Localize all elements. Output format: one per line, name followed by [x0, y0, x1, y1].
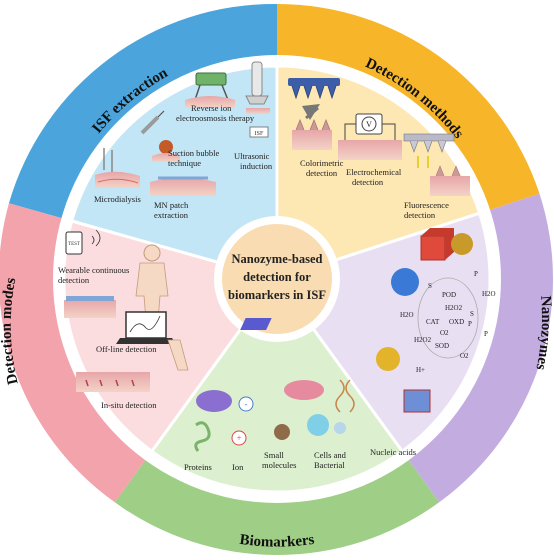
electrode-device-icon: [185, 72, 235, 108]
small-molecule-icon: [274, 424, 290, 440]
wearable-label: Wearable continuous: [58, 265, 129, 275]
pod-label: POD: [442, 291, 456, 299]
center-title-line2: detection for: [243, 270, 311, 284]
electrochemical-label-2: detection: [352, 177, 384, 187]
o2-label-b: O2: [460, 352, 469, 360]
colorimetric-patch-icon: [288, 78, 340, 120]
isf-ultrasonic-label: Ultrasonic: [234, 151, 270, 161]
biomarkers-title: Biomarkers: [239, 532, 316, 551]
small-molecules-label: Small: [264, 450, 284, 460]
s-label-a: S: [428, 282, 432, 290]
nanozymes-illustrations: POD CAT OXD SOD H2O H2O H2O2 H2O2 O2 O2 …: [240, 228, 496, 413]
oxd-label: OXD: [449, 318, 464, 326]
isf-extraction-sector: [69, 64, 279, 281]
p-label-a: P: [474, 270, 478, 278]
arm-icon: [167, 339, 189, 371]
detection-methods-illustrations: V Colorimetric detection Electrochemical…: [288, 78, 470, 220]
ion-label: Ion: [232, 462, 244, 472]
isf-extraction-illustrations: ISF Reverse ion electroosmosis therapy S…: [94, 61, 273, 220]
isf-suction-label: Suction bubble: [168, 148, 219, 158]
h2o-label-b: H2O: [400, 311, 414, 319]
biomarkers-sector: [149, 276, 405, 494]
protein-cluster-icon: [196, 390, 232, 412]
microdialysis-icon: [95, 148, 140, 188]
p-label-b: P: [468, 320, 472, 328]
catalysis-loop: [417, 277, 479, 359]
proteins-label: Proteins: [184, 462, 212, 472]
sheet-icon: [240, 318, 272, 330]
mof-icon: [403, 389, 431, 413]
insitu-label: In-situ detection: [101, 400, 157, 410]
isf-reverse-ion-label-2: electroosmosis therapy: [176, 113, 255, 123]
isf-tag: ISF: [255, 131, 264, 137]
voltmeter-label: V: [366, 120, 372, 129]
center-title-line3: biomarkers in ISF: [228, 288, 326, 302]
isf-suction-label-2: technique: [168, 158, 201, 168]
colorimetric-label-2: detection: [306, 168, 338, 178]
isf-mn-patch-label-2: extraction: [154, 210, 189, 220]
smartwatch-icon: TEST: [65, 229, 101, 255]
small-molecules-label-2: molecules: [262, 460, 296, 470]
center-circle: [222, 224, 332, 334]
sponge-particle-icon: [376, 347, 400, 371]
suction-bubble-icon: [152, 140, 180, 162]
electrochemical-icon: V: [338, 113, 402, 160]
s-label-b: S: [470, 310, 474, 318]
p-label-c: P: [484, 330, 488, 338]
syringe-icon: [140, 110, 165, 135]
anion-sign: -: [245, 399, 248, 409]
h2o2-label-b: H2O2: [414, 336, 432, 344]
bacterium-small-icon: [334, 422, 346, 434]
o2-label-a: O2: [440, 329, 449, 337]
bacterium-icon: [307, 414, 329, 436]
h2o2-label-a: H2O2: [445, 304, 463, 312]
isf-microdialysis-label: Microdialysis: [94, 194, 141, 204]
biomarkers-illustrations: - + Proteins Ion Small molecules Cells a…: [184, 379, 416, 472]
cubic-crystal-icon: [420, 228, 454, 261]
cat-label: CAT: [426, 318, 440, 326]
insitu-skin-icon: [76, 372, 150, 392]
gold-particle-icon: [451, 233, 473, 255]
isf-mn-patch-label: MN patch: [154, 200, 189, 210]
laptop-icon: [116, 311, 176, 344]
dna-helix-icon: [335, 379, 355, 413]
cell-icon: [284, 380, 324, 400]
anion-icon: [238, 396, 254, 412]
nucleic-acids-label: Nucleic acids: [370, 447, 416, 457]
cation-sign: +: [236, 433, 241, 443]
cation-icon: [231, 430, 247, 446]
test-label: TEST: [68, 242, 80, 247]
detection-modes-illustrations: TEST Wearable continuous detection Off-l…: [58, 229, 189, 410]
mn-patch-icon: [150, 176, 216, 196]
cluster-particle-icon: [391, 268, 419, 296]
electrochemical-label: Electrochemical: [346, 167, 402, 177]
cells-label-2: Bacterial: [314, 460, 345, 470]
colorimetric-skin-icon: [292, 118, 332, 150]
colorimetric-label: Colorimetric: [300, 158, 344, 168]
isf-reverse-ion-label: Reverse ion: [191, 103, 232, 113]
ultrasonic-probe-icon: ISF: [245, 61, 270, 138]
skin-patch-icon: [64, 296, 116, 318]
hplus-label: H+: [416, 366, 425, 374]
sod-label: SOD: [435, 342, 449, 350]
protein-ribbon-icon: [194, 421, 211, 452]
fluorescence-label: Fluorescence: [404, 200, 449, 210]
fluorescence-label-2: detection: [404, 210, 436, 220]
fluorescence-patch-icon: [403, 133, 470, 196]
cells-label: Cells and: [314, 450, 347, 460]
h2o-label-a: H2O: [482, 290, 496, 298]
offline-label: Off-line detection: [96, 344, 157, 354]
center-title-line1: Nanozyme-based: [232, 252, 323, 266]
wearable-label-2: detection: [58, 275, 90, 285]
isf-ultrasonic-label-2: induction: [240, 161, 273, 171]
